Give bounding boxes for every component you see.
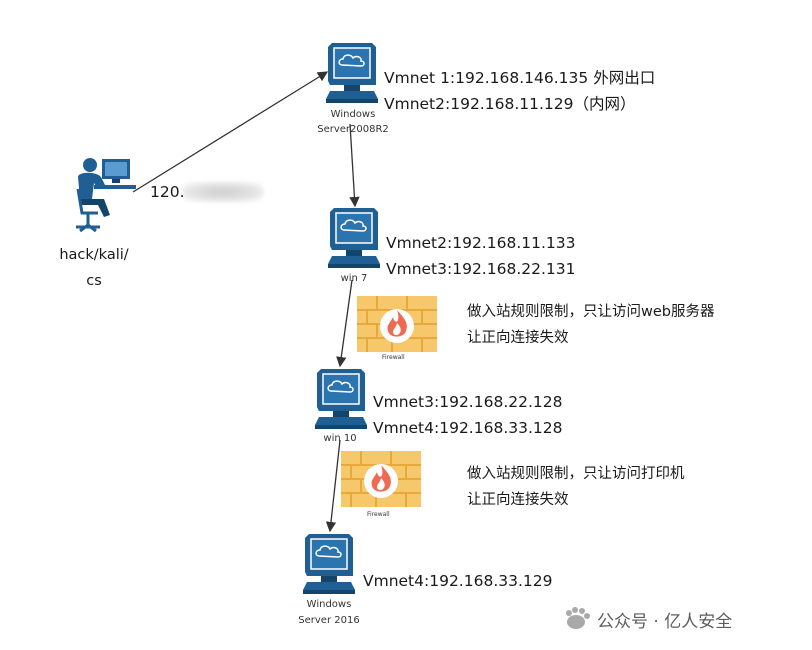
win7-net1: Vmnet2:192.168.11.133 <box>386 234 576 252</box>
watermark-text: 公众号 · 亿人安全 <box>597 612 733 632</box>
attacker-label-line2: cs <box>86 273 102 289</box>
firewall2-note-line2: 让正向连接失效 <box>467 492 569 508</box>
firewall1-note-line1: 做入站规则限制，只让访问web服务器 <box>467 304 715 320</box>
ws2008-computer-icon <box>325 42 379 104</box>
hacker-icon <box>76 158 136 233</box>
wechat-logo-icon <box>566 607 590 629</box>
win10-name: win 10 <box>323 433 357 444</box>
ws2008-name-line1: Windows <box>330 109 376 120</box>
firewall2-note-line1: 做入站规则限制，只让访问打印机 <box>467 466 685 482</box>
ws2008-name-line2: Server2008R2 <box>317 124 389 135</box>
win7-computer-icon <box>327 207 381 269</box>
win7-name: win 7 <box>340 273 368 284</box>
win10-net1: Vmnet3:192.168.22.128 <box>373 393 563 411</box>
win10-computer-icon <box>314 368 368 430</box>
ws2016-computer-icon <box>302 533 356 595</box>
ws2008-net1: Vmnet 1:192.168.146.135 外网出口 <box>384 69 656 87</box>
arrow-win7-to-win10 <box>336 279 353 368</box>
ws2016-name-line1: Windows <box>306 599 352 610</box>
firewall2-icon <box>340 450 422 508</box>
firewall1-label: Firewall <box>382 354 405 361</box>
ws2016-name-line2: Server 2016 <box>298 615 360 626</box>
firewall2-label: Firewall <box>367 511 390 518</box>
arrow-win10-to-ws2016 <box>325 439 341 533</box>
ws2008-net2: Vmnet2:192.168.11.129（内网） <box>384 95 636 113</box>
arrow-attacker-to-ws2008 <box>132 71 329 193</box>
firewall1-note-line2: 让正向连接失效 <box>467 330 569 346</box>
firewall1-icon <box>356 295 438 353</box>
ws2016-net1: Vmnet4:192.168.33.129 <box>363 572 553 590</box>
win7-net2: Vmnet3:192.168.22.131 <box>386 260 576 278</box>
arrow-ws2008-to-win7 <box>349 123 360 208</box>
ip-redaction-blur <box>182 182 264 202</box>
attacker-ip-partial: 120. <box>150 183 185 201</box>
attacker-label-line1: hack/kali/ <box>59 247 129 263</box>
win10-net2: Vmnet4:192.168.33.128 <box>373 419 563 437</box>
